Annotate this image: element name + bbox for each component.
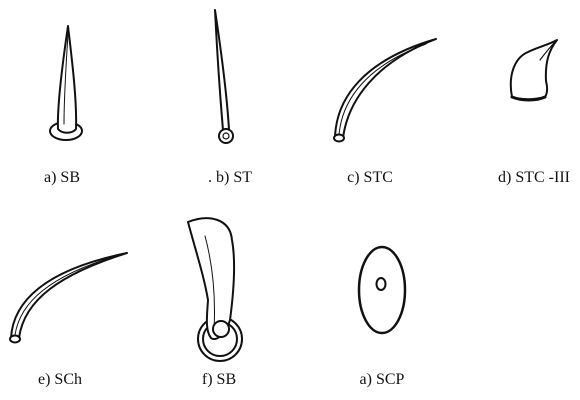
caption-stc: c) STC — [347, 169, 393, 187]
sensillum-st-drawing — [215, 10, 233, 143]
caption-scp: a) SCP — [360, 371, 405, 389]
caption-st: . b) ST — [208, 169, 252, 187]
caption-sb: a) SB — [44, 169, 80, 187]
sensillum-sch-drawing — [10, 253, 127, 343]
caption-sb-ringed: f) SB — [202, 371, 236, 389]
sensillum-stc-iii-drawing — [511, 40, 557, 100]
sensillum-scp-drawing — [359, 247, 405, 333]
sensillum-sb-ringed-drawing — [188, 218, 242, 361]
sensillum-sb-drawing — [50, 26, 82, 140]
caption-stc-iii: d) STC -III — [498, 169, 570, 187]
sensillum-stc-drawing — [334, 39, 436, 142]
caption-sch: e) SCh — [38, 371, 82, 389]
